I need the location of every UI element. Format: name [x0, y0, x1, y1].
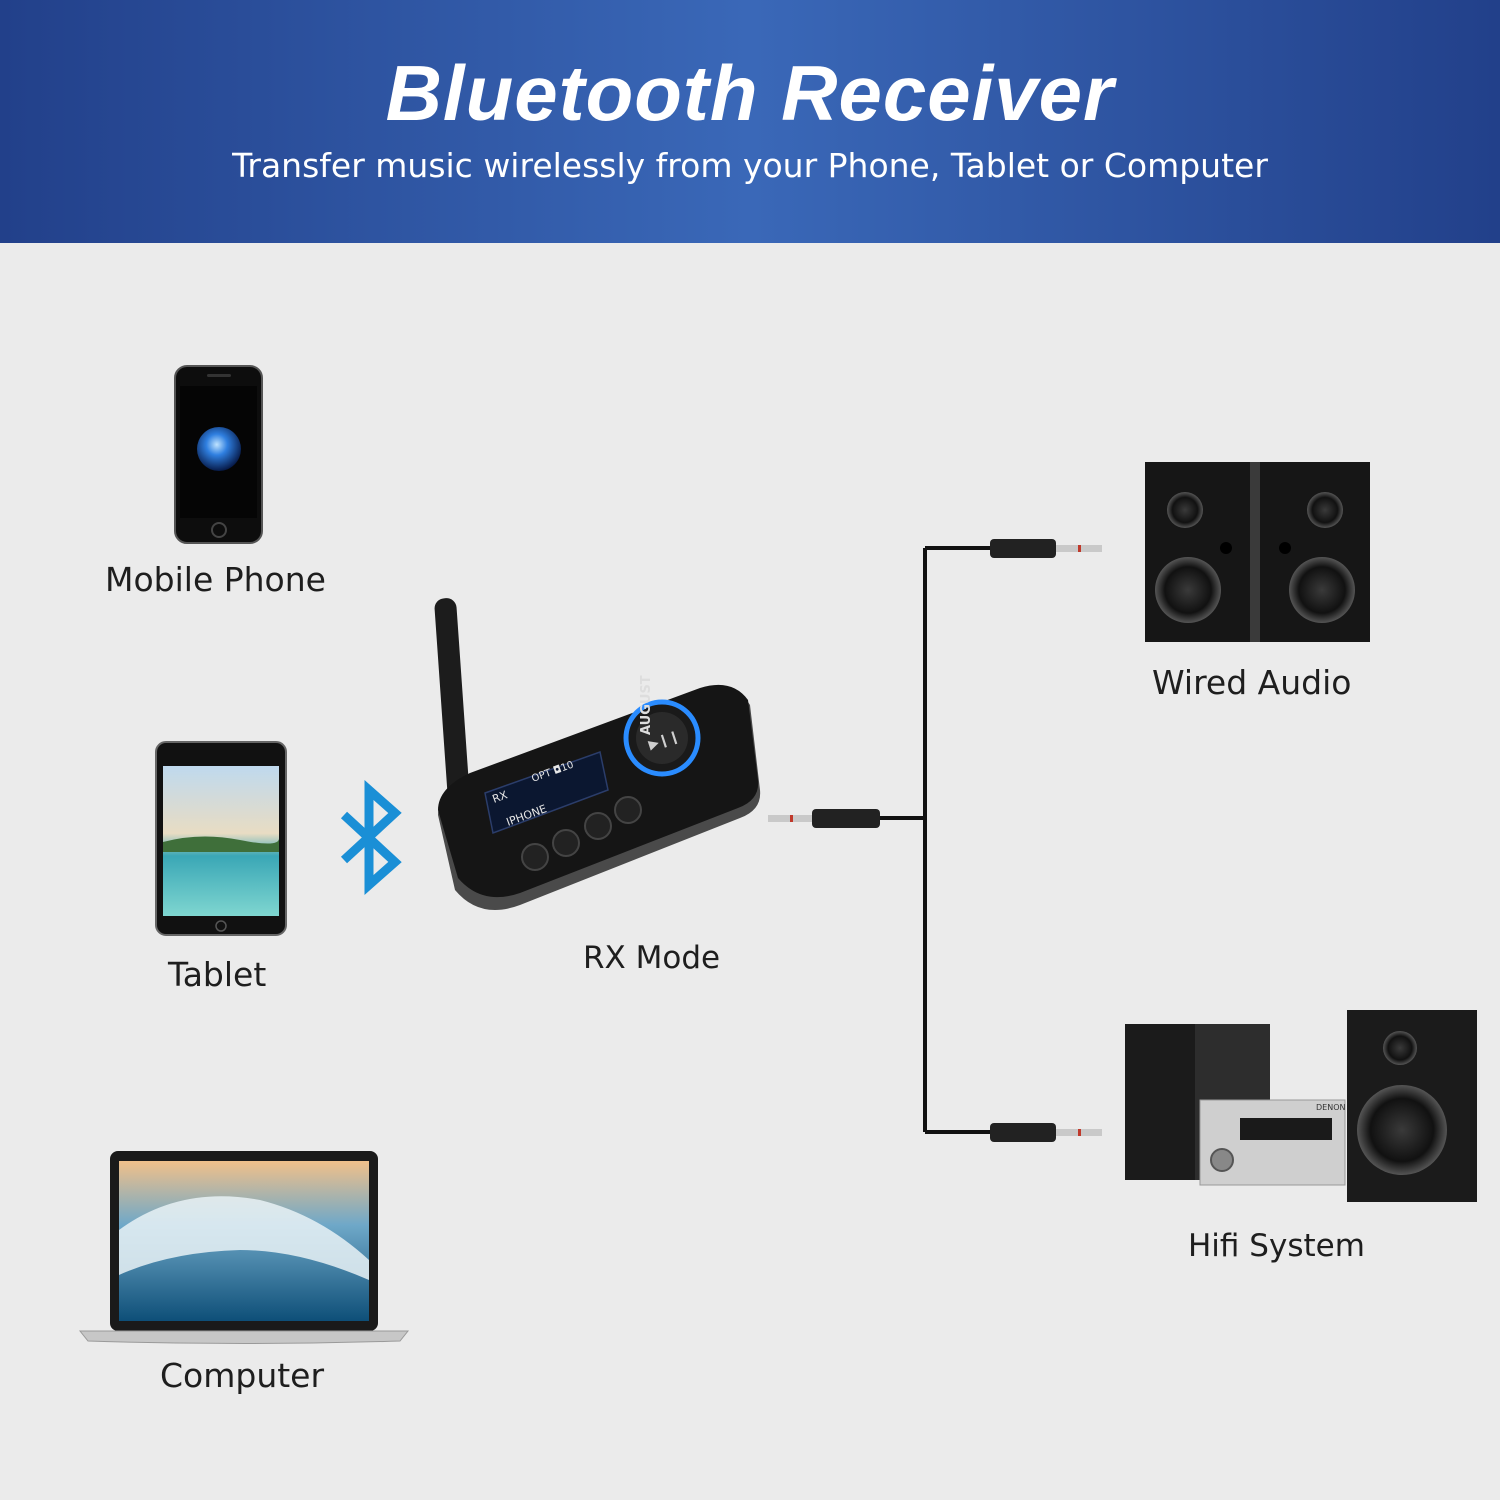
wired-audio-label: Wired Audio [1152, 663, 1352, 702]
tablet-label: Tablet [168, 955, 267, 994]
bluetooth-icon [340, 780, 402, 895]
jack-plug-wired [990, 539, 1102, 558]
audio-cable [880, 546, 990, 1134]
hifi-system-image: DENON [1125, 1010, 1477, 1202]
device-screen-line1: RX [491, 788, 510, 806]
page-subtitle: Transfer music wirelessly from your Phon… [232, 146, 1268, 185]
page-title: Bluetooth Receiver [385, 49, 1115, 137]
jack-plug-input [768, 809, 880, 828]
receiver-device: ▶❙❙ RX OPT ◘10 IPHONE AUGUST [434, 598, 761, 910]
wired-speakers-image [1145, 462, 1370, 642]
hifi-system-label: Hifi System [1188, 1228, 1365, 1264]
mobile-phone-label: Mobile Phone [105, 560, 326, 599]
computer-label: Computer [160, 1356, 325, 1395]
header-banner: Bluetooth Receiver Transfer music wirele… [0, 0, 1500, 243]
jack-plug-hifi [990, 1123, 1102, 1142]
phone-image [174, 365, 263, 544]
rx-mode-label: RX Mode [583, 940, 721, 976]
stereo-brand: DENON [1316, 1103, 1345, 1112]
computer-image [78, 1151, 410, 1344]
tablet-image [155, 741, 287, 936]
device-brand: AUGUST [639, 675, 654, 735]
